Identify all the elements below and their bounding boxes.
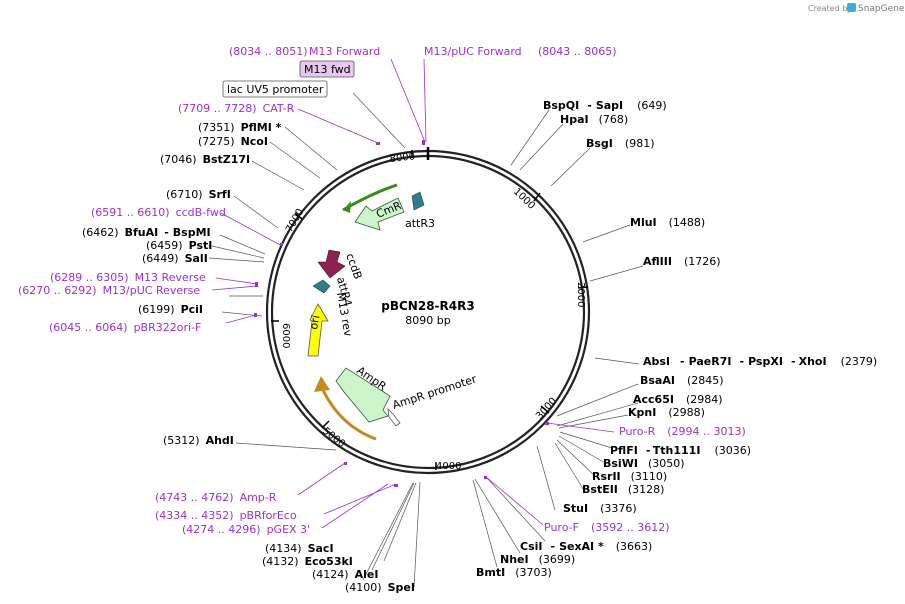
right-label-2: BsgI(981) xyxy=(586,137,655,150)
left-label-14: (4743 .. 4762)Amp-R xyxy=(155,491,277,504)
left-label-8: (6449)SalI xyxy=(142,252,208,265)
left-label-7: (6459)PstI xyxy=(146,239,212,252)
credit-brand: SnapGene xyxy=(858,4,905,14)
left-label-12: (6045 .. 6064)pBR322ori-F xyxy=(49,321,201,334)
snapgene-logo-icon xyxy=(847,3,856,12)
right-label-11: BsiWI(3050) xyxy=(603,457,685,470)
right-label-9: Puro-R(2994 .. 3013) xyxy=(619,425,746,438)
left-label-15: (4334 .. 4352)pBRforEco xyxy=(155,509,297,522)
tick-5000: 5000 xyxy=(320,426,347,450)
plasmid-size: 8090 bp xyxy=(405,314,450,327)
left-label-13: (5312)AhdI xyxy=(163,434,234,447)
right-label-13: BstEII(3128) xyxy=(582,483,664,496)
feature-cmr: CmR xyxy=(342,183,405,231)
primer-m13f-range: (8034 .. 8051) xyxy=(229,45,308,58)
right-label-16: CsiI-SexAI *(3663) xyxy=(520,540,652,553)
left-label-19: (4124)AleI xyxy=(312,568,378,581)
left-label-11: (6199)PciI xyxy=(138,303,203,316)
feature-ampr-promoter: AmpR promoter xyxy=(387,372,479,427)
right-label-0: BspQI-SapI(649) xyxy=(543,99,667,112)
right-label-4: AflIII(1726) xyxy=(643,255,721,268)
left-label-5: (6591 .. 6610)ccdB-fwd xyxy=(91,206,226,219)
right-label-1: HpaI(768) xyxy=(560,113,628,126)
right-label-15: Puro-F(3592 .. 3612) xyxy=(544,521,670,534)
tick-7000: 7000 xyxy=(284,207,306,235)
label-m13fwd: M13 fwd xyxy=(304,63,351,76)
right-label-5: AbsI-PaeR7I-PspXI-XhoI(2379) xyxy=(643,355,877,368)
feature-ampr-promoter-label: AmpR promoter xyxy=(391,372,479,412)
left-label-10: (6270 .. 6292)M13/pUC Reverse xyxy=(18,284,200,297)
right-label-3: MluI(1488) xyxy=(630,216,705,229)
primer-m13f-name: M13 Forward xyxy=(309,45,380,58)
right-label-6: BsaAI(2845) xyxy=(640,374,724,387)
leader-lines xyxy=(208,92,644,588)
left-label-9: (6289 .. 6305)M13 Reverse xyxy=(50,271,206,284)
left-label-3: (7046)BstZ17I xyxy=(160,153,250,166)
right-label-7: Acc65I(2984) xyxy=(633,393,723,406)
left-label-18: (4132)Eco53kI xyxy=(262,555,353,568)
label-lacuv5: lac UV5 promoter xyxy=(227,83,324,96)
feature-attr3: attR3 xyxy=(405,191,435,230)
tick-4000: 4000 xyxy=(436,461,461,472)
primer-m13puc-name: M13/pUC Forward xyxy=(424,45,522,58)
left-label-0: (7709 .. 7728)CAT-R xyxy=(178,102,295,115)
left-label-6: (6462)BfuAI-BspMI xyxy=(82,226,211,239)
left-label-4: (6710)SrfI xyxy=(166,188,231,201)
tick-8000: 8000 xyxy=(389,151,415,165)
right-label-8: KpnI(2988) xyxy=(628,406,705,419)
feature-attr3-label: attR3 xyxy=(405,217,435,230)
primer-leader-lines xyxy=(211,58,615,529)
tick-2000: 2000 xyxy=(575,282,586,307)
plasmid-name: pBCN28-R4R3 xyxy=(381,299,474,313)
label-lacuv5-box: lac UV5 promoter xyxy=(222,80,328,98)
tick-6000: 6000 xyxy=(280,323,291,348)
primer-m13puc-range: (8043 .. 8065) xyxy=(538,45,617,58)
left-label-20: (4100)SpeI xyxy=(345,581,415,594)
feature-ori: ori xyxy=(307,303,329,357)
label-m13fwd-box: M13 fwd xyxy=(299,60,355,78)
primer-marks xyxy=(254,140,549,487)
right-label-10: PflFI-Tth111I(3036) xyxy=(610,444,751,457)
left-label-16: (4274 .. 4296)pGEX 3' xyxy=(182,523,310,536)
left-label-2: (7275)NcoI xyxy=(198,135,268,148)
tick-marks xyxy=(271,150,589,470)
left-label-17: (4134)SacI xyxy=(265,542,334,555)
left-label-1: (7351)PflMI * xyxy=(198,121,282,134)
right-label-17: NheI(3699) xyxy=(500,553,575,566)
right-label-12: RsrII(3110) xyxy=(592,470,667,483)
right-label-18: BmtI(3703) xyxy=(476,566,552,579)
credit-created-by: Created by xyxy=(808,4,852,13)
left-labels: (7709 .. 7728)CAT-R (7351)PflMI * (7275)… xyxy=(18,102,415,594)
right-labels: BspQI-SapI(649) HpaI(768) BsgI(981) MluI… xyxy=(476,99,877,579)
right-label-14: StuI(3376) xyxy=(563,502,637,515)
feature-ori-label: ori xyxy=(307,314,322,330)
